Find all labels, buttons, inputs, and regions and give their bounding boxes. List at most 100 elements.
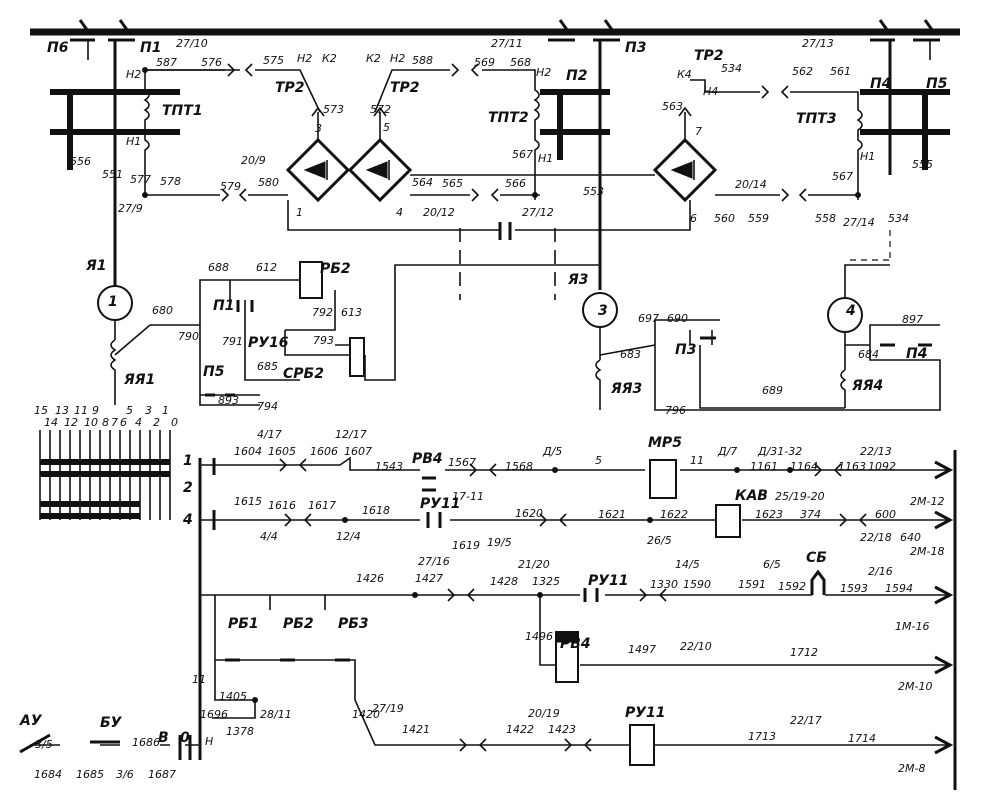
controller-drum	[39, 430, 171, 520]
wire-label: 697	[638, 312, 659, 325]
junction-dots	[142, 67, 861, 703]
wire-label: РБ2	[283, 616, 314, 632]
wire-label: 27/12	[522, 206, 554, 219]
wire-label: 1325	[532, 575, 560, 588]
wire-label: 27/11	[491, 37, 523, 50]
wire-label: П1	[213, 298, 234, 314]
wire-label: 613	[341, 306, 362, 319]
motor-4	[827, 264, 890, 408]
wire-label: Н1	[860, 150, 875, 163]
wire-label: ТПТ3	[796, 111, 837, 127]
wire-label: 640	[900, 531, 921, 544]
wire-label: 0	[171, 416, 178, 429]
wire-label: БУ	[100, 715, 123, 731]
wire-label: 1591	[738, 578, 766, 591]
contactor-bars	[50, 89, 950, 170]
wire-label: 1161	[750, 460, 778, 473]
wire-label: 1543	[375, 460, 403, 473]
wire-label: 22/10	[680, 640, 712, 653]
wire-label: 1616	[268, 499, 296, 512]
wire-label: 28/11	[260, 708, 292, 721]
wire-label: 2М-18	[910, 545, 944, 558]
wire-label: 1617	[308, 499, 336, 512]
wire-label: 1620	[515, 507, 543, 520]
wire-label: 573	[323, 103, 344, 116]
rectifier-wiring	[145, 79, 863, 231]
relay-kav-coil	[715, 504, 741, 538]
wire-label: 20/14	[735, 178, 767, 191]
wire-label: 689	[762, 384, 783, 397]
wire-label: 579	[220, 180, 241, 193]
wire-label: 27/16	[418, 555, 450, 568]
wire-label: 575	[263, 54, 284, 67]
control-lines	[19, 456, 950, 760]
wire-label: 1684	[34, 768, 62, 781]
wire-label: 791	[222, 335, 243, 348]
wire-label: 1593	[840, 582, 868, 595]
wire-label: 1496	[525, 630, 553, 643]
wire-label: 374	[800, 508, 821, 521]
wire-label: К4	[677, 68, 692, 81]
motor-3	[582, 292, 618, 410]
wire-label: 796	[665, 404, 686, 417]
wire-label: ТПТ1	[162, 103, 203, 119]
wire-label: 1422	[506, 723, 534, 736]
wire-label: 1428	[490, 575, 518, 588]
wire-label: 12/17	[335, 428, 367, 441]
wire-label: 14/5	[675, 558, 700, 571]
wire-label: Д/5	[542, 445, 562, 458]
wire-label: 1092	[868, 460, 896, 473]
wire-label: 9	[92, 404, 99, 417]
wire-label: 572	[370, 103, 391, 116]
wire-label: 20/9	[241, 154, 266, 167]
wire-label: 1421	[402, 723, 430, 736]
wire-label: 1686	[132, 736, 160, 749]
wire-label: П3	[675, 342, 696, 358]
wire-label: 21/20	[518, 558, 550, 571]
wire-label: 12/4	[336, 530, 361, 543]
wire-label: 1М-16	[895, 620, 929, 633]
wire-label: 587	[156, 56, 177, 69]
mechanical-links	[459, 228, 891, 300]
wire-label: 561	[830, 65, 851, 78]
wire-label: П4	[906, 346, 927, 362]
wire-label: 1497	[628, 643, 656, 656]
wire-label: П5	[203, 364, 225, 380]
wire-label: 2	[183, 480, 193, 496]
wire-label: 12	[64, 416, 78, 429]
wire-label: 4	[845, 303, 856, 319]
wire-label: 560	[714, 212, 735, 225]
wire-label: 688	[208, 261, 229, 274]
wire-label: 564	[412, 176, 433, 189]
bridge-rectifier-3	[652, 137, 718, 203]
wire-label: Н1	[538, 152, 553, 165]
wire-label: 2/16	[868, 565, 893, 578]
wire-label: 8	[102, 416, 109, 429]
wire-label: 569	[474, 56, 495, 69]
wire-label: СБ	[806, 550, 827, 566]
wire-label: 600	[875, 508, 896, 521]
wire-label: 588	[412, 54, 433, 67]
wire-label: 555	[912, 158, 933, 171]
wire-label: ТПТ2	[488, 110, 529, 126]
wire-label: 534	[888, 212, 909, 225]
wire-label: 17-11	[452, 490, 484, 503]
wire-label: 1568	[505, 460, 533, 473]
relay-rb2-coil	[299, 261, 323, 299]
wire-588	[374, 69, 540, 200]
wire-label: 3	[145, 404, 152, 417]
wire-label: 897	[902, 313, 923, 326]
wire-label: 6	[120, 416, 127, 429]
wire-label: 4/17	[257, 428, 282, 441]
wire-label: 26/5	[647, 534, 672, 547]
wire-label: 893	[218, 394, 239, 407]
wire-label: 27/10	[176, 37, 208, 50]
wire-label: 1685	[76, 768, 104, 781]
wire-label: 4	[396, 206, 403, 219]
wire-label: 576	[201, 56, 222, 69]
wire-label: 11	[192, 673, 206, 686]
wire-label: 0	[180, 730, 190, 746]
wire-label: СРБ2	[283, 366, 324, 382]
wire-label: 1687	[148, 768, 176, 781]
wire-label: К2	[366, 52, 381, 65]
